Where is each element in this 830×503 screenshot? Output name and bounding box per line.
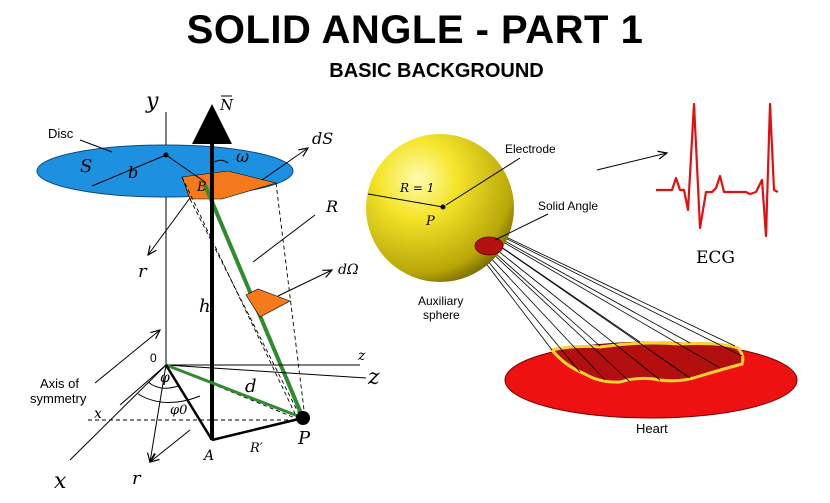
heart-label: Heart — [636, 421, 668, 436]
axis-of-symmetry-line1: Axis of — [40, 376, 79, 391]
x-axis-long — [69, 364, 167, 461]
dOmega-pointer — [277, 270, 332, 297]
sphere-point-P-label: P — [425, 214, 435, 229]
R-label: R — [325, 197, 338, 216]
angle-phi0-label: φ0 — [170, 403, 187, 418]
left-diagram: y Disc S b B ω dS r — [30, 89, 380, 494]
center-to-B — [165, 154, 206, 183]
z-axis-long — [165, 364, 367, 379]
distance-Rprime-label: R′ — [249, 441, 263, 456]
line-A-to-P — [211, 416, 304, 442]
dS-label: dS — [312, 129, 333, 148]
radius-b-label: b — [128, 163, 138, 182]
point-B-label: B — [196, 180, 207, 195]
radial-r-top-label: r — [138, 261, 148, 282]
radial-r-top-line — [148, 197, 191, 255]
axis-y-label: y — [145, 89, 159, 114]
angle-omega-label: ω — [236, 147, 249, 166]
sphere-radius-line — [367, 193, 444, 208]
dS-pointer — [261, 148, 308, 181]
radial-r-bottom-label: r — [132, 468, 142, 489]
line-origin-to-A — [164, 364, 214, 441]
dashed-right-edge — [275, 182, 306, 419]
axis-of-symmetry-pointer — [94, 330, 160, 384]
axis-z-label: z — [367, 365, 380, 390]
angle-phi-label: φ — [160, 370, 170, 386]
dOmega-label: dΩ — [338, 262, 359, 278]
radius-b-line — [91, 154, 167, 187]
R-pointer — [252, 214, 316, 263]
solid-angle-label: Solid Angle — [538, 199, 598, 213]
radius-label: R = 1 — [399, 181, 434, 195]
height-h-label: h — [199, 296, 211, 317]
dashed-left-edge — [181, 176, 299, 421]
radial-r-bottom-line — [150, 364, 167, 462]
x-axis-short — [119, 364, 167, 406]
ecg-trace — [656, 102, 779, 238]
surface-S-label: S — [80, 156, 92, 177]
ecg-label: ECG — [696, 248, 735, 268]
dOmega-patch — [245, 288, 291, 318]
electrode-pointer — [445, 157, 521, 206]
axis-x-small-label: x — [94, 406, 102, 422]
page-title: SOLID ANGLE - PART 1 — [186, 8, 644, 52]
solid-angle-pointer — [494, 213, 549, 241]
point-P-dot — [296, 411, 310, 425]
phi-arc — [147, 381, 179, 389]
green-d-line — [165, 363, 304, 420]
point-A-label: A — [202, 448, 214, 464]
aux-sphere-label-1: Auxiliary — [418, 294, 463, 308]
normal-N-label: N — [219, 96, 234, 114]
radial-r-bottom-arrow — [150, 429, 191, 462]
axis-x-label: x — [54, 469, 67, 494]
origin-label: 0 — [150, 351, 157, 365]
heart-inner-region — [549, 341, 745, 384]
auxiliary-sphere — [366, 134, 514, 282]
omega-arc — [213, 159, 229, 164]
point-P-label: P — [297, 428, 311, 449]
ecg-arrow — [596, 153, 667, 171]
solid-angle-cap — [474, 236, 504, 256]
axis-z-small-label: z — [357, 348, 366, 364]
dashed-mid-edge — [189, 198, 303, 421]
phi0-arc — [137, 393, 201, 404]
page-subtitle: BASIC BACKGROUND — [329, 60, 544, 82]
disc-pointer — [79, 139, 113, 153]
electrode-point — [440, 204, 446, 210]
right-diagram: Heart R = 1 P — [366, 102, 798, 436]
aux-sphere-label-2: sphere — [423, 308, 460, 322]
axis-of-symmetry-line2: symmetry — [30, 391, 87, 406]
distance-d-label: d — [245, 376, 257, 397]
electrode-label: Electrode — [505, 142, 556, 156]
disc-label: Disc — [48, 126, 74, 141]
dS-patch — [181, 170, 278, 200]
